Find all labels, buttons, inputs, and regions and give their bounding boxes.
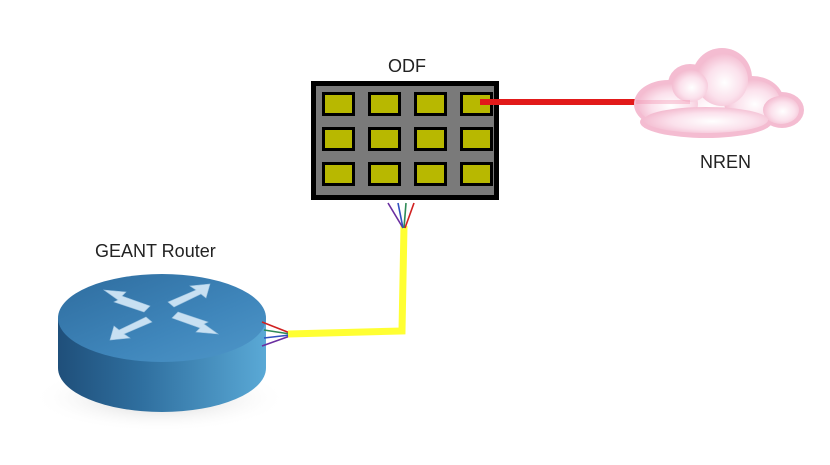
odf-fibre-fanout bbox=[387, 202, 415, 229]
odf-port-face bbox=[371, 165, 398, 183]
odf-label: ODF bbox=[388, 56, 426, 76]
odf-port-face bbox=[325, 95, 352, 113]
odf-port-face bbox=[463, 165, 490, 183]
odf-port-face bbox=[325, 130, 352, 148]
odf-port-face bbox=[371, 95, 398, 113]
odf-port-face bbox=[463, 130, 490, 148]
router-fibre-fanout bbox=[261, 321, 291, 347]
odf-port-face bbox=[325, 165, 352, 183]
trunk-cable bbox=[287, 225, 408, 338]
odf-port-face bbox=[417, 95, 444, 113]
odf-port-face bbox=[417, 165, 444, 183]
router-top bbox=[58, 274, 266, 362]
odf-port-face bbox=[417, 130, 444, 148]
router-label: GEANT Router bbox=[95, 241, 216, 261]
router-icon[interactable] bbox=[58, 274, 266, 412]
cloud-icon[interactable] bbox=[634, 48, 804, 138]
router-arrows-icon bbox=[102, 283, 220, 341]
odf-port-face bbox=[371, 130, 398, 148]
nren-label: NREN bbox=[700, 152, 752, 172]
patch-panel-icon[interactable] bbox=[311, 81, 499, 200]
